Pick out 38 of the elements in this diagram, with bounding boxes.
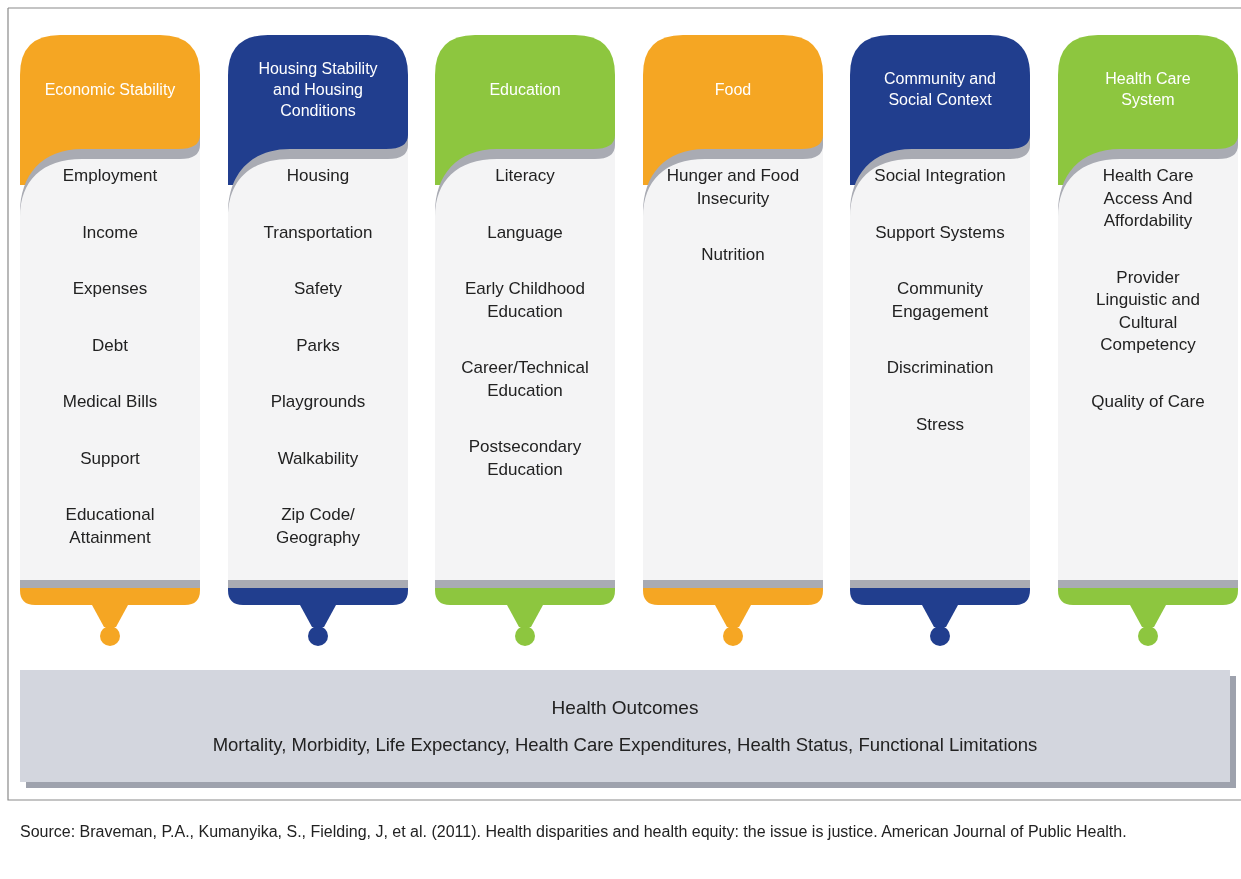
factor-label: Expenses bbox=[72, 278, 148, 300]
factor-label: Playgrounds bbox=[270, 391, 366, 413]
factor-label: Postsecondary Education bbox=[467, 436, 583, 481]
factor-label: Nutrition bbox=[701, 244, 765, 266]
source-caption: Source: Braveman, P.A., Kumanyika, S., Fielding, J, et al. (2011). Health disparities and health equity: the issue is justice. American Journal of Public Health. bbox=[20, 822, 1128, 842]
factor-label: Provider Linguistic and Cultural Competency bbox=[1095, 266, 1201, 356]
factor-label: Community Engagement bbox=[890, 278, 990, 323]
category-heading: Education bbox=[488, 79, 562, 100]
factor-label: Safety bbox=[293, 278, 343, 300]
factor-label: Parks bbox=[296, 334, 340, 357]
category-heading: Housing Stability and Housing Conditions bbox=[257, 58, 379, 121]
factor-label: Support Systems bbox=[875, 221, 1005, 244]
factor-label: Social Integration bbox=[874, 165, 1006, 187]
factor-label: Quality of Care bbox=[1091, 390, 1205, 413]
factor-label: Hunger and Food Insecurity bbox=[665, 165, 801, 210]
factor-label: Transportation bbox=[263, 221, 373, 244]
factor-label: Housing bbox=[286, 165, 350, 187]
outcome-heading: Health Outcomes bbox=[550, 697, 700, 719]
factor-label: Health Care Access And Affordability bbox=[1101, 165, 1195, 232]
factor-label: Career/Technical Education bbox=[460, 357, 590, 402]
factor-label: Stress bbox=[915, 413, 965, 436]
category-heading: Health Care System bbox=[1104, 69, 1192, 110]
factor-label: Medical Bills bbox=[62, 391, 158, 413]
factor-label: Zip Code/ Geography bbox=[274, 504, 362, 549]
factor-label: Debt bbox=[92, 334, 128, 357]
factor-label: Employment bbox=[62, 165, 158, 187]
category-heading: Food bbox=[713, 79, 753, 100]
category-heading: Community and Social Context bbox=[882, 69, 997, 110]
factor-label: Walkability bbox=[277, 447, 359, 470]
factor-label: Educational Attainment bbox=[64, 504, 156, 549]
category-heading: Economic Stability bbox=[43, 79, 177, 100]
factor-label: Early Childhood Education bbox=[464, 278, 586, 323]
factor-label: Income bbox=[82, 221, 138, 244]
factor-label: Literacy bbox=[495, 165, 555, 187]
factor-label: Discrimination bbox=[886, 357, 994, 379]
factor-label: Language bbox=[487, 221, 563, 244]
outcome-list: Mortality, Morbidity, Life Expectancy, Health Care Expenditures, Health Status, Functional Limitations bbox=[20, 734, 1230, 756]
factor-label: Support bbox=[80, 447, 140, 470]
